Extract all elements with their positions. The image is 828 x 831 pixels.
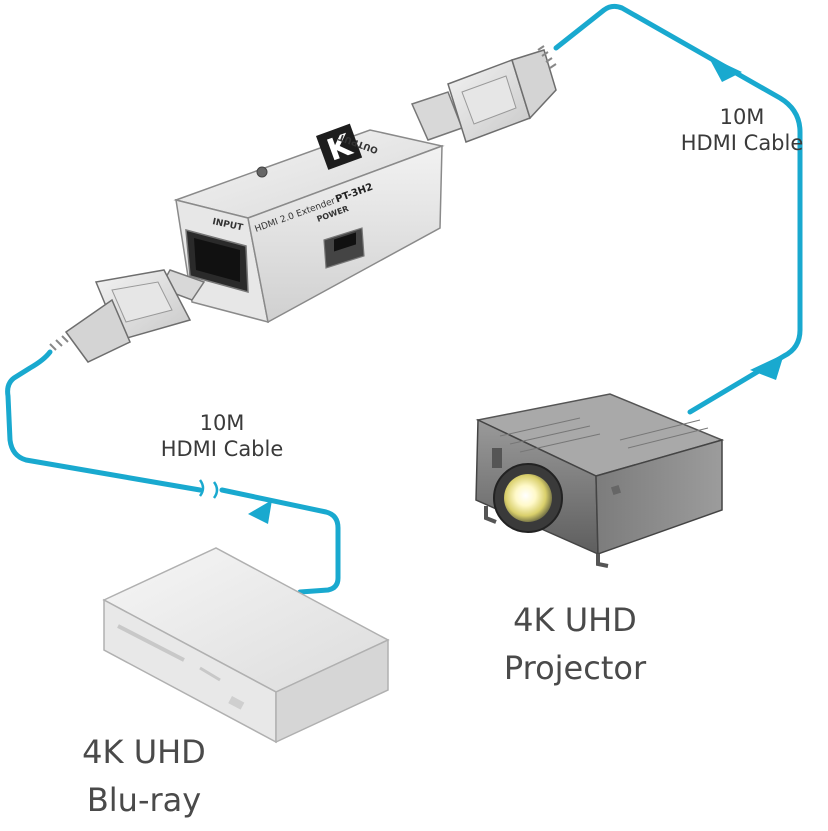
kramer-logo: K (316, 123, 363, 170)
hdmi-plug-input (49, 269, 206, 363)
extender-device: K HDMI 2.0 Extender PT-3H2 INPUT OUTPUT … (173, 123, 445, 324)
cable-top-arrow-1 (708, 56, 742, 82)
bluray-label: 4K UHD Blu-ray (44, 728, 244, 824)
power-led-icon (256, 166, 268, 178)
cable-bottom-type: HDMI Cable (160, 437, 284, 461)
cable-top-label: 10M HDMI Cable (660, 104, 824, 156)
cable-break-icon (198, 479, 219, 499)
projector-label-line2: Projector (503, 649, 647, 687)
cable-top-arrow-2 (750, 354, 784, 380)
cable-top-type: HDMI Cable (680, 131, 804, 155)
cable-bottom (5, 349, 341, 595)
cable-top-length: 10M (719, 105, 765, 129)
cable-top (553, 3, 803, 415)
projector-label: 4K UHD Projector (470, 596, 680, 692)
power-port (323, 227, 365, 269)
bluray-label-line1: 4K UHD (82, 733, 206, 771)
cable-bottom-label: 10M HDMI Cable (140, 410, 304, 462)
bluray-label-line2: Blu-ray (86, 781, 202, 819)
projector-device (475, 393, 725, 568)
bluray-device (102, 547, 390, 744)
hdmi-input-port (185, 228, 249, 293)
cable-bottom-arrow (248, 500, 272, 524)
projector-label-line1: 4K UHD (513, 601, 637, 639)
cable-bottom-length: 10M (199, 411, 245, 435)
hdmi-plug-output (410, 45, 557, 143)
